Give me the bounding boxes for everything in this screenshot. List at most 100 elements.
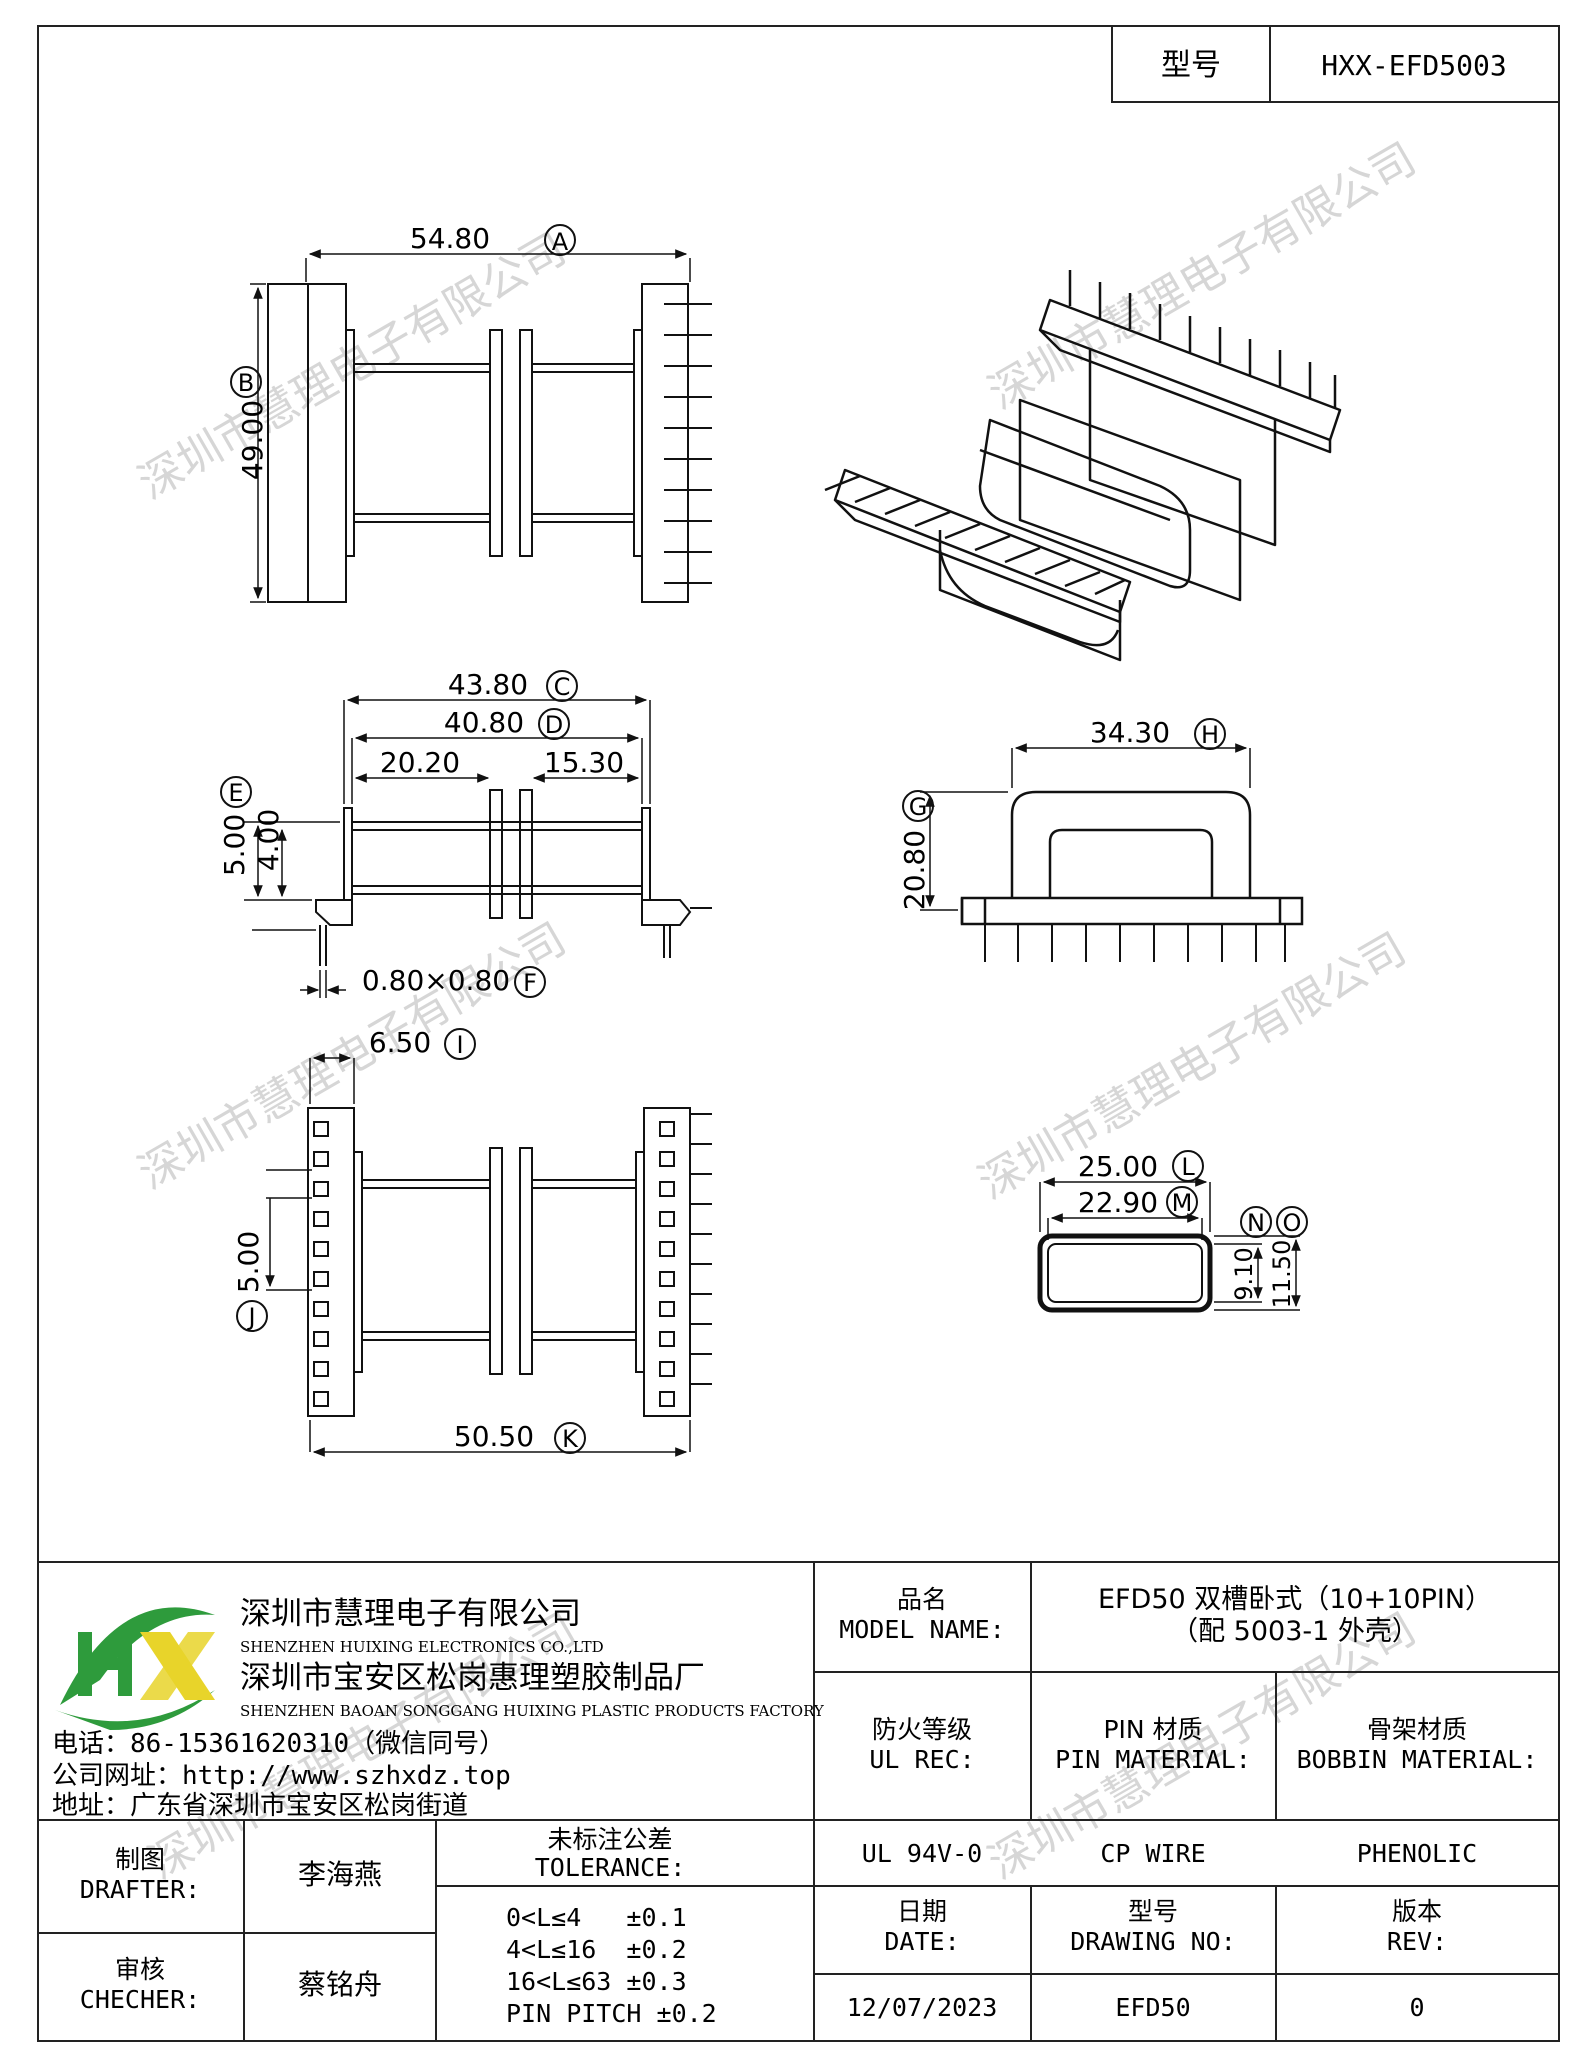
drafter-label-cn: 制图 bbox=[115, 1845, 165, 1874]
dim-j-tag: J bbox=[246, 1303, 255, 1331]
bottom-view-labels: 6.50 I 5.00 J 50.50 K bbox=[232, 1026, 586, 1454]
dim-l-value: 25.00 bbox=[1078, 1150, 1158, 1183]
ul-value: UL 94V-0 bbox=[862, 1839, 982, 1868]
rev-label-en: REV: bbox=[1387, 1927, 1447, 1956]
end-view-labels: 34.30 H G 20.80 bbox=[898, 716, 1226, 910]
rev-value: 0 bbox=[1409, 1993, 1424, 2022]
checker-label-en: CHECHER: bbox=[80, 1985, 200, 2014]
tolerance-row: PIN PITCH ±0.2 bbox=[506, 1999, 717, 2028]
dim-a-tag: A bbox=[552, 228, 569, 256]
date-label-cn: 日期 bbox=[897, 1897, 947, 1926]
side-view bbox=[244, 695, 712, 998]
dim-c-value: 43.80 bbox=[448, 668, 528, 701]
model-name-label-en: MODEL NAME: bbox=[839, 1615, 1005, 1644]
company-address: 地址：广东省深圳市宝安区松岗街道 bbox=[52, 1791, 468, 1821]
model-value: HXX-EFD5003 bbox=[1321, 49, 1506, 82]
dim-h-tag: H bbox=[1201, 721, 1219, 749]
company-name-en-2: SHENZHEN BAOAN SONGGANG HUIXING PLASTIC … bbox=[240, 1702, 825, 1720]
dim-h-value: 34.30 bbox=[1090, 716, 1170, 749]
side-view-labels: 43.80 C 40.80 D 20.20 15.30 E 5.00 4.00 … bbox=[218, 668, 624, 998]
pin-row-right bbox=[664, 303, 712, 584]
drawing-no-label-cn: 型号 bbox=[1128, 1897, 1178, 1926]
model-name-value-2: （配 5003-1 外壳） bbox=[1171, 1616, 1419, 1647]
tolerance-row: 0<L≤4 ±0.1 bbox=[506, 1903, 687, 1932]
tolerance-row: 4<L≤16 ±0.2 bbox=[506, 1935, 687, 1964]
company-info: 深圳市慧理电子有限公司 SHENZHEN HUIXING ELECTRONICS… bbox=[52, 1596, 825, 1821]
company-name-cn-2: 深圳市宝安区松岗惠理塑胶制品厂 bbox=[240, 1660, 705, 1696]
isometric-view bbox=[833, 298, 1342, 662]
sheet-border bbox=[37, 25, 1560, 2042]
pin-material-value: CP WIRE bbox=[1100, 1839, 1205, 1868]
dim-15-30-value: 15.30 bbox=[544, 746, 624, 779]
bobbin-material-label-cn: 骨架材质 bbox=[1367, 1715, 1467, 1744]
isometric-pins bbox=[824, 270, 1337, 596]
dim-i-tag: I bbox=[456, 1031, 463, 1059]
dim-g-tag: G bbox=[909, 793, 928, 821]
dim-4-00-value: 4.00 bbox=[252, 809, 285, 871]
model-name-value-1: EFD50 双槽卧式（10+10PIN） bbox=[1098, 1584, 1492, 1615]
model-header: 型号 HXX-EFD5003 bbox=[1111, 25, 1560, 103]
bobbin-material-label-en: BOBBIN MATERIAL: bbox=[1297, 1745, 1538, 1774]
end-view bbox=[920, 743, 1304, 962]
title-block-footer: 日期 DATE: 型号 DRAWING NO: 版本 REV: 12/07/20… bbox=[847, 1897, 1447, 2022]
company-website: 公司网址：http://www.szhxdz.top bbox=[52, 1761, 511, 1791]
dim-g-value: 20.80 bbox=[898, 830, 931, 910]
window-section-labels: 25.00 L 22.90 M N O 9.10 11.50 bbox=[1078, 1150, 1308, 1309]
pin-material-label-cn: PIN 材质 bbox=[1103, 1715, 1202, 1744]
dim-f-value: 0.80×0.80 bbox=[362, 964, 510, 997]
model-name-label-cn: 品名 bbox=[897, 1585, 947, 1614]
bottom-view-pads-left bbox=[313, 1121, 329, 1407]
pin-material-label-en: PIN MATERIAL: bbox=[1055, 1745, 1251, 1774]
model-label: 型号 bbox=[1161, 48, 1221, 83]
dim-n-value: 9.10 bbox=[1230, 1247, 1258, 1300]
dim-k-value: 50.50 bbox=[454, 1420, 534, 1453]
company-name-en-1: SHENZHEN HUIXING ELECTRONICS CO.,LTD bbox=[240, 1638, 604, 1656]
company-phone: 电话：86-15361620310（微信同号） bbox=[52, 1729, 505, 1759]
dim-o-tag: O bbox=[1283, 1209, 1302, 1237]
drafter-name: 李海燕 bbox=[298, 1858, 382, 1891]
dim-m-value: 22.90 bbox=[1078, 1186, 1158, 1219]
bottom-view-pads-right bbox=[659, 1121, 675, 1407]
dim-b-tag: B bbox=[238, 369, 254, 397]
end-view-pins bbox=[984, 924, 1286, 962]
watermark-text: 深圳市慧理电子有限公司 bbox=[980, 133, 1425, 419]
dim-m-tag: M bbox=[1172, 1189, 1193, 1217]
date-value: 12/07/2023 bbox=[847, 1993, 998, 2022]
ul-label-en: UL REC: bbox=[869, 1745, 974, 1774]
front-view bbox=[250, 249, 712, 603]
dim-j-value: 5.00 bbox=[232, 1231, 265, 1293]
dim-d-tag: D bbox=[545, 711, 563, 739]
dim-d-value: 40.80 bbox=[444, 706, 524, 739]
date-label-en: DATE: bbox=[884, 1927, 959, 1956]
title-block-grid bbox=[38, 1561, 1559, 2041]
watermark-text: 深圳市慧理电子有限公司 bbox=[130, 223, 575, 509]
title-block-text: 品名 MODEL NAME: EFD50 双槽卧式（10+10PIN） （配 5… bbox=[80, 1584, 1538, 2014]
dim-n-tag: N bbox=[1247, 1209, 1265, 1237]
rev-label-cn: 版本 bbox=[1392, 1897, 1442, 1926]
dim-f-tag: F bbox=[523, 969, 537, 997]
watermark-text: 深圳市慧理电子有限公司 bbox=[130, 913, 575, 1199]
dim-20-20-value: 20.20 bbox=[380, 746, 460, 779]
tolerance-label-en: TOLERANCE: bbox=[535, 1853, 686, 1882]
company-logo bbox=[55, 1607, 215, 1730]
drawing-no-value: EFD50 bbox=[1115, 1993, 1190, 2022]
drafter-label-en: DRAFTER: bbox=[80, 1875, 200, 1904]
dim-b-value: 49.00 bbox=[236, 400, 269, 480]
ul-label-cn: 防火等级 bbox=[872, 1715, 972, 1744]
dim-k-tag: K bbox=[562, 1425, 579, 1453]
dim-o-value: 11.50 bbox=[1268, 1240, 1296, 1309]
dim-e-tag: E bbox=[228, 779, 243, 807]
window-section bbox=[1037, 1177, 1301, 1313]
bottom-view-pins-right bbox=[690, 1113, 712, 1385]
tolerance-label-cn: 未标注公差 bbox=[547, 1825, 672, 1854]
bobbin-material-value: PHENOLIC bbox=[1357, 1839, 1477, 1868]
dim-c-tag: C bbox=[554, 673, 571, 701]
dim-a-value: 54.80 bbox=[410, 222, 490, 255]
dim-e-value: 5.00 bbox=[218, 814, 251, 876]
drawing-no-label-en: DRAWING NO: bbox=[1070, 1927, 1236, 1956]
checker-label-cn: 审核 bbox=[115, 1955, 165, 1984]
dim-i-value: 6.50 bbox=[369, 1026, 431, 1059]
tolerance-row: 16<L≤63 ±0.3 bbox=[506, 1967, 687, 1996]
checker-name: 蔡铭舟 bbox=[298, 1968, 382, 2001]
